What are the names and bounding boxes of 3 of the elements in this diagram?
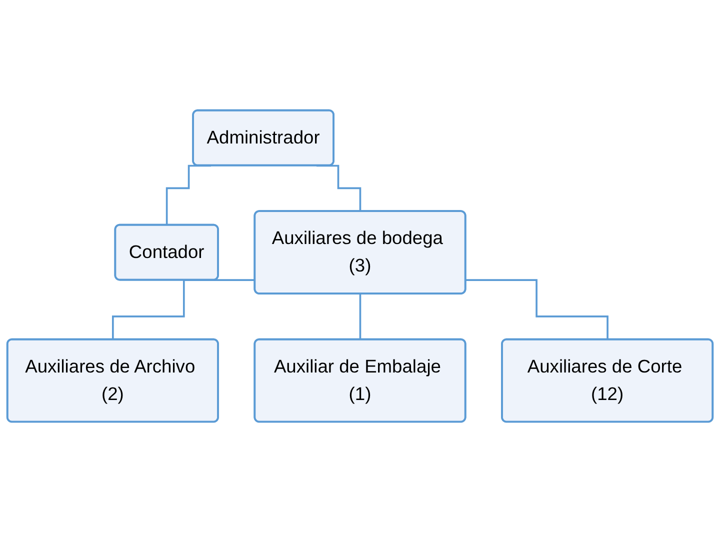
connector: [359, 294, 362, 342]
connector: [112, 280, 256, 342]
connector: [466, 280, 609, 342]
